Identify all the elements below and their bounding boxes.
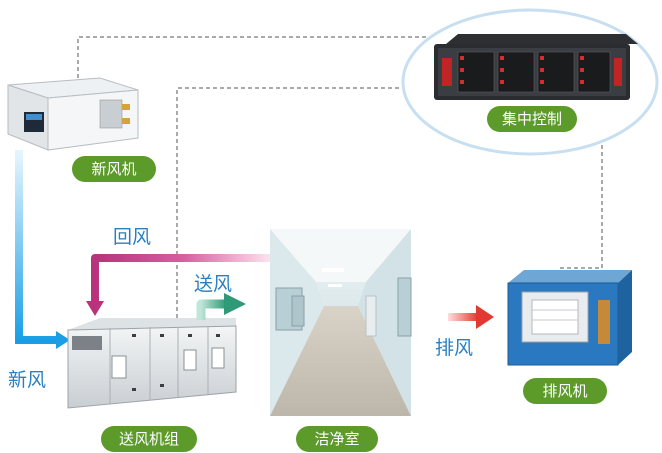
return-air-arrow [86, 254, 272, 316]
label-supply-unit: 送风机组 [101, 426, 197, 452]
supply-air-arrow [196, 293, 246, 320]
clean-room-photo [270, 229, 412, 416]
flow-label-exhaust-air: 排风 [435, 337, 474, 359]
label-central-control: 集中控制 [487, 106, 577, 132]
label-fresh-air-unit: 新风机 [72, 156, 156, 182]
control-line-exhaust [560, 145, 603, 269]
control-line-fresh-air [77, 36, 436, 78]
flow-label-return-air: 回风 [113, 226, 152, 248]
label-exhaust-fan: 排风机 [523, 378, 607, 404]
supply-air-unit-icon [67, 318, 237, 409]
exhaust-air-arrow [448, 305, 494, 329]
flow-label-supply-air: 送风 [194, 273, 233, 295]
flow-label-fresh-air: 新风 [8, 369, 47, 391]
fresh-air-arrow [15, 150, 70, 349]
control-wiring [77, 36, 603, 318]
control-line-supply [176, 87, 402, 318]
label-clean-room: 洁净室 [296, 426, 378, 452]
exhaust-fan-icon [507, 270, 632, 366]
server-icon [434, 34, 638, 100]
fresh-air-unit-icon [7, 77, 139, 151]
